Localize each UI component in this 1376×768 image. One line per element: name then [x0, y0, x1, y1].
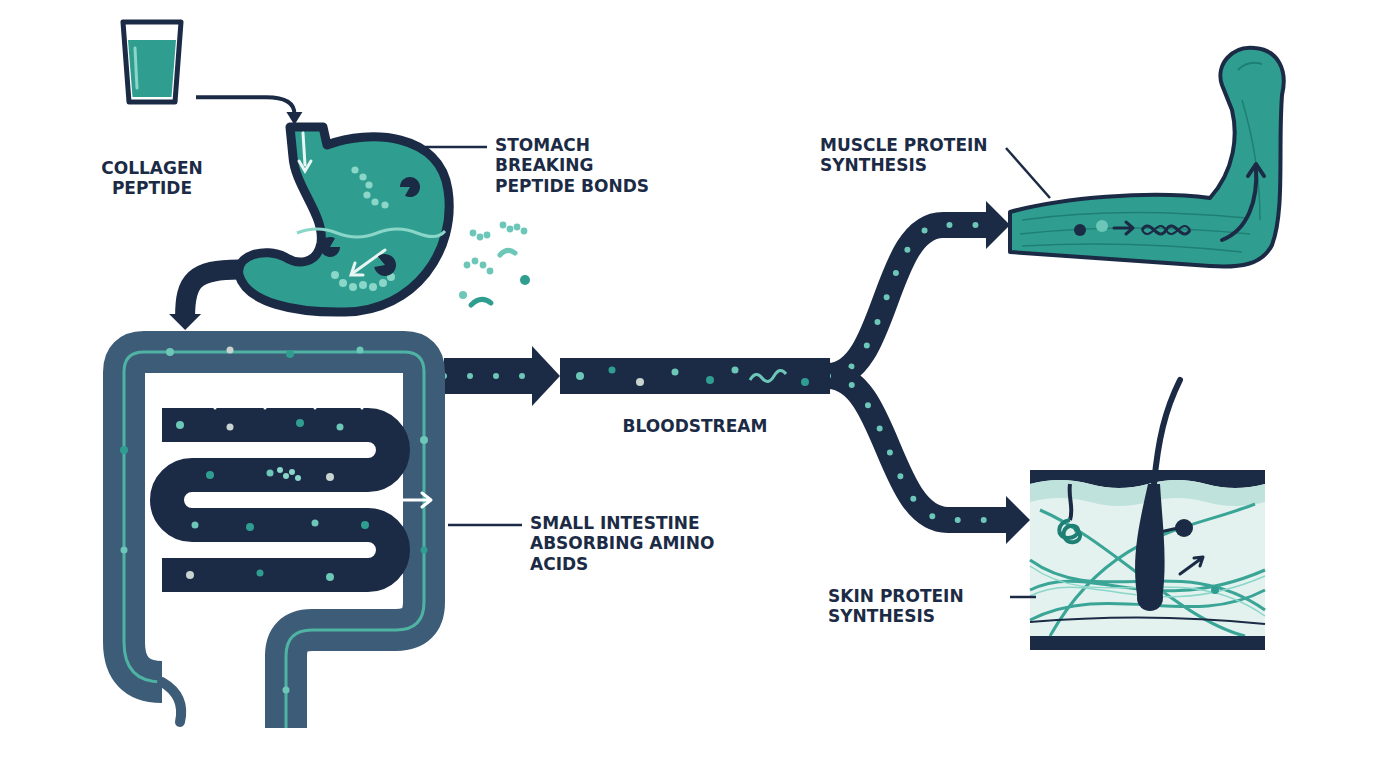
connector-line — [444, 358, 534, 394]
collagen-glass: COLLAGEN PEPTIDE — [118, 18, 186, 106]
skin-section: SKIN PROTEIN SYNTHESIS — [1030, 470, 1265, 650]
connector-line — [185, 269, 239, 316]
connector-line — [828, 376, 1008, 520]
blood-cells — [828, 225, 988, 376]
node-label: STOMACH BREAKING PEPTIDE BONDS — [495, 135, 670, 196]
arrow-head — [169, 314, 201, 330]
node-label: COLLAGEN PEPTIDE — [87, 158, 217, 199]
intestine-organ-shape — [100, 330, 446, 730]
flow-connector — [444, 346, 560, 406]
arrow-head — [986, 201, 1010, 249]
stomach-organ: STOMACH BREAKING PEPTIDE BONDS — [235, 125, 455, 315]
intestine-organ: SMALL INTESTINE ABSORBING AMINO ACIDS — [100, 330, 446, 730]
connector-line — [196, 97, 294, 114]
muscle-arm: MUSCLE PROTEIN SYNTHESIS — [1010, 40, 1285, 275]
skin-section-shape — [1030, 470, 1265, 650]
flow-connector — [169, 269, 239, 330]
stomach-organ-shape — [235, 125, 455, 315]
flow-connector — [828, 376, 1030, 544]
collagen-glass-shape — [118, 18, 186, 106]
blood-cells — [444, 373, 534, 379]
connector-line — [828, 225, 988, 376]
node-label: SKIN PROTEIN SYNTHESIS — [828, 586, 1006, 627]
arrow-head — [1006, 496, 1030, 544]
flow-connector — [828, 201, 1010, 376]
bloodstream-band: BLOODSTREAM — [560, 358, 830, 394]
bloodstream-band-shape — [560, 358, 830, 394]
node-label: SMALL INTESTINE ABSORBING AMINO ACIDS — [530, 513, 722, 574]
arrow-head — [532, 346, 560, 406]
muscle-arm-shape — [1010, 40, 1285, 275]
flow-connector — [196, 97, 302, 125]
node-label: BLOODSTREAM — [560, 416, 830, 436]
blood-cells — [828, 376, 1008, 520]
node-label: MUSCLE PROTEIN SYNTHESIS — [820, 135, 1002, 176]
